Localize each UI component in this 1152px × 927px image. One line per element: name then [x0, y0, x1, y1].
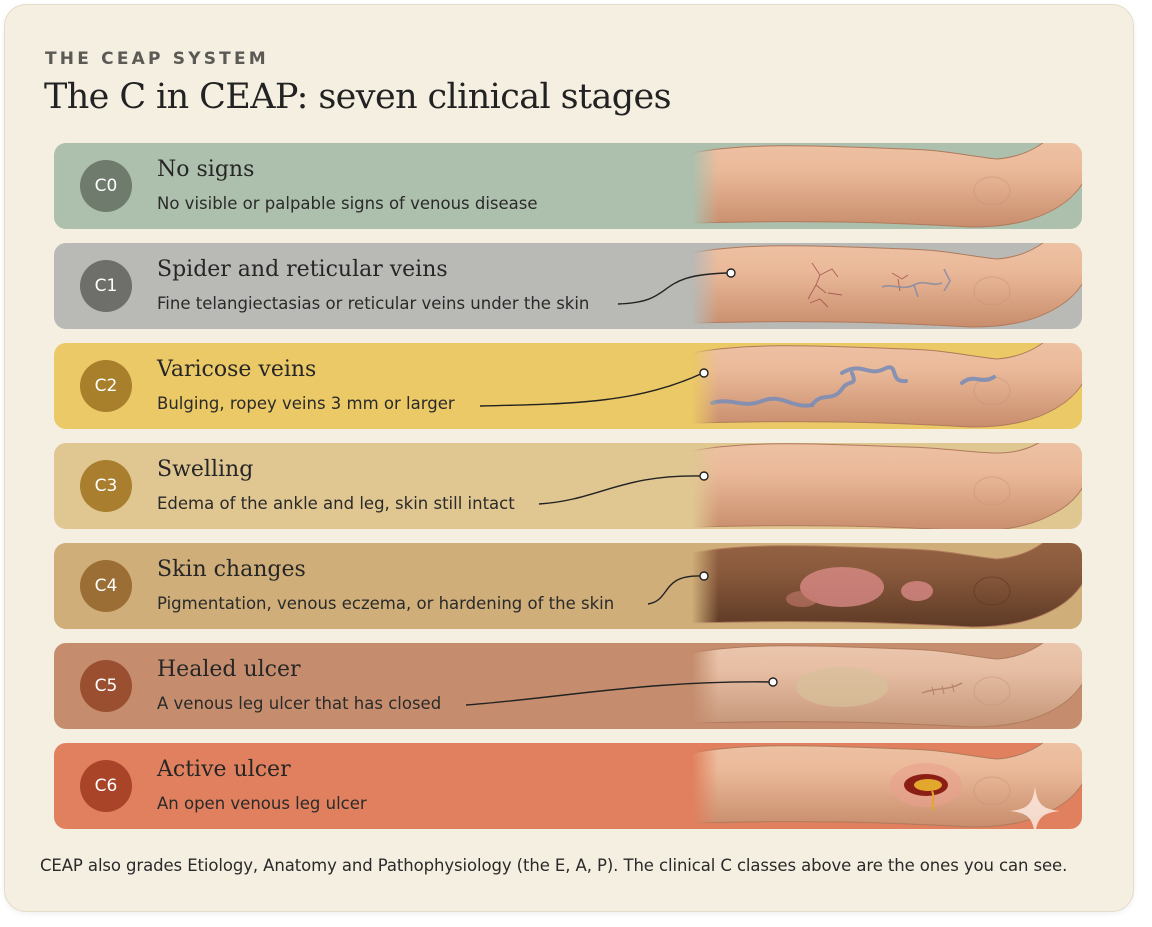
leg-illustration-c6 [691, 743, 1082, 829]
leg-shape [691, 743, 1082, 828]
leg-illustration-c1 [691, 243, 1082, 329]
stage-row-c4: C4 Skin changes Pigmentation, venous ecz… [54, 543, 1082, 629]
stage-row-c0: C0 No signs No visible or palpable signs… [54, 143, 1082, 229]
stage-row-c5: C5 Healed ulcer A venous leg ulcer that … [54, 643, 1082, 729]
stage-badge: C2 [80, 360, 132, 412]
stage-badge: C1 [80, 260, 132, 312]
stage-row-c3: C3 Swelling Edema of the ankle and leg, … [54, 443, 1082, 529]
leg-illustration-c2 [691, 343, 1082, 429]
stage-title: Active ulcer [157, 757, 291, 782]
stage-title: No signs [157, 157, 255, 182]
stage-row-c6: C6 Active ulcer An open venous leg ulcer [54, 743, 1082, 829]
stage-badge: C0 [80, 160, 132, 212]
stage-title: Skin changes [157, 557, 306, 582]
stage-description: Fine telangiectasias or reticular veins … [157, 294, 590, 313]
stage-title: Swelling [157, 457, 254, 482]
leg-shape [691, 643, 1082, 728]
stage-title: Varicose veins [157, 357, 317, 382]
stage-description: An open venous leg ulcer [157, 794, 367, 813]
footnote: CEAP also grades Etiology, Anatomy and P… [40, 856, 1068, 875]
leg-shape [691, 243, 1082, 328]
stage-row-c2: C2 Varicose veins Bulging, ropey veins 3… [54, 343, 1082, 429]
leg-illustration-c4 [691, 543, 1082, 629]
stage-description: Edema of the ankle and leg, skin still i… [157, 494, 515, 513]
sparkle-icon [1010, 786, 1060, 836]
stage-row-c1: C1 Spider and reticular veins Fine telan… [54, 243, 1082, 329]
leg-shape [691, 443, 1082, 529]
leg-shape [691, 343, 1082, 428]
eyebrow-label: THE CEAP SYSTEM [45, 49, 269, 69]
leg-shape [691, 543, 1082, 628]
stage-badge: C4 [80, 560, 132, 612]
stage-badge: C6 [80, 760, 132, 812]
leg-illustration-c0 [691, 143, 1082, 229]
leg-shape [691, 143, 1082, 228]
stage-description: A venous leg ulcer that has closed [157, 694, 442, 713]
stage-title: Healed ulcer [157, 657, 301, 682]
stage-title: Spider and reticular veins [157, 257, 448, 282]
stage-description: Pigmentation, venous eczema, or hardenin… [157, 594, 615, 613]
page-title: The C in CEAP: seven clinical stages [44, 77, 672, 117]
leg-illustration-c5 [691, 643, 1082, 729]
stage-badge: C5 [80, 660, 132, 712]
stage-description: Bulging, ropey veins 3 mm or larger [157, 394, 455, 413]
stage-badge: C3 [80, 460, 132, 512]
leg-illustration-c3 [691, 443, 1082, 529]
stage-description: No visible or palpable signs of venous d… [157, 194, 538, 213]
